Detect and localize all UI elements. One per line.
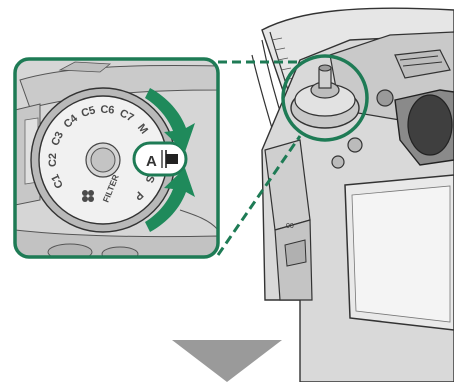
dial-position-c6: C6 (100, 104, 115, 117)
selected-mode-label: A (146, 153, 157, 170)
dial-position-c2: C2 (47, 153, 59, 167)
selected-mode-indicator: A (134, 143, 186, 175)
camera-illustration: 00 (252, 8, 454, 382)
down-arrow-icon (172, 340, 282, 382)
svg-text:00: 00 (286, 223, 294, 230)
